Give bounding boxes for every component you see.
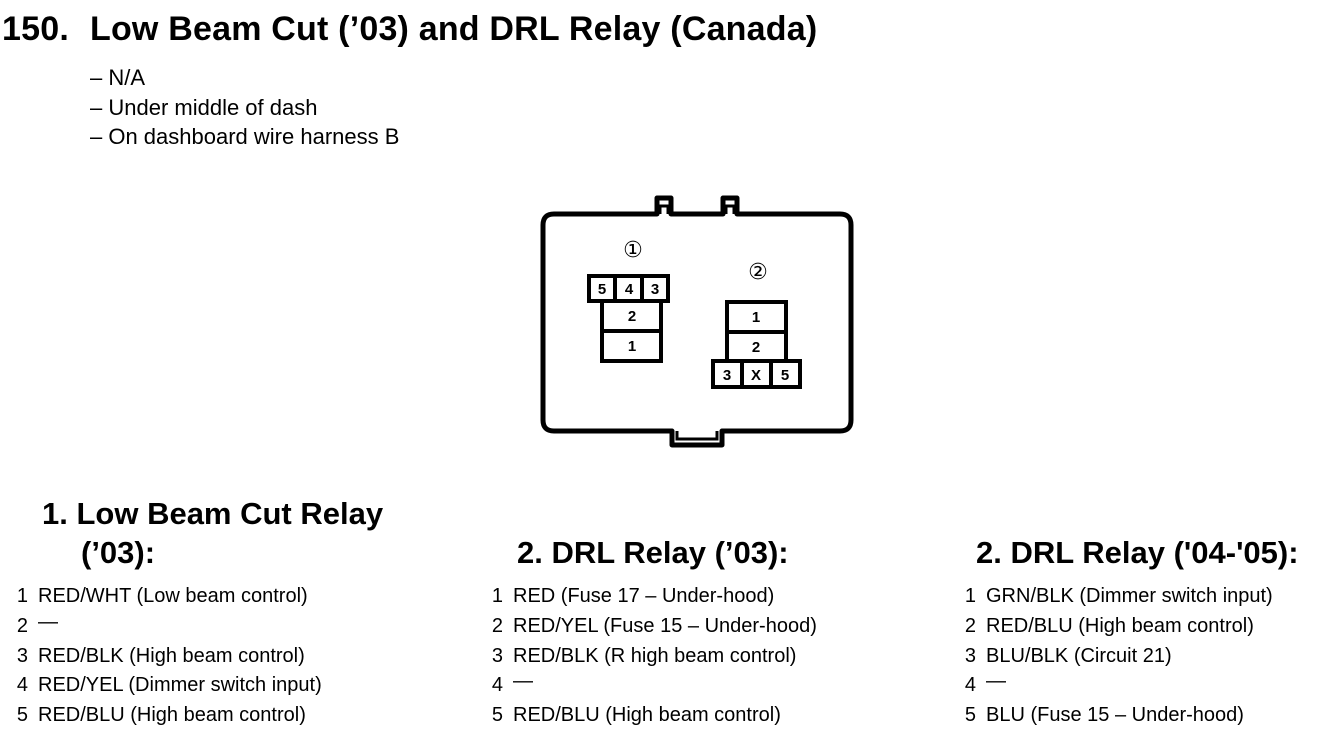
relay2-label: ② xyxy=(748,260,768,285)
relay2-pin-1: 1 xyxy=(752,309,760,326)
pin-description: RED/BLK (R high beam control) xyxy=(513,644,797,667)
connector-housing xyxy=(540,195,854,448)
pin-description: — xyxy=(513,670,533,693)
pin-description: BLU (Fuse 15 – Under-hood) xyxy=(986,704,1244,727)
pin-description: RED/BLU (High beam control) xyxy=(513,704,781,727)
pin-description: RED/YEL (Fuse 15 – Under-hood) xyxy=(513,614,817,637)
bottom-key xyxy=(675,431,719,441)
pin-description: — xyxy=(986,670,1006,693)
connector-diagram: 5 4 3 2 1 1 2 3 X 5 ① ② xyxy=(540,195,854,448)
pin-description: RED (Fuse 17 – Under-hood) xyxy=(513,585,775,607)
top-key-right xyxy=(724,204,736,214)
pin-number: 4 xyxy=(491,674,503,697)
section-2-heading: 2. DRL Relay (’03): xyxy=(517,535,789,570)
pin-description: RED/BLU (High beam control) xyxy=(38,704,306,727)
location-list: – N/A – Under middle of dash – On dashbo… xyxy=(90,63,399,152)
pin-number: 2 xyxy=(16,614,28,637)
location-item: – N/A xyxy=(90,65,146,90)
relay1-label: ① xyxy=(623,238,643,263)
pin-description: BLU/BLK (Circuit 21) xyxy=(986,644,1172,667)
section-number: 150. xyxy=(2,10,69,48)
relay2-pin-x: X xyxy=(751,367,761,384)
pin-number: 5 xyxy=(491,704,503,727)
section-1-heading-cont: (’03): xyxy=(81,535,156,570)
page-title: Low Beam Cut (’03) and DRL Relay (Canada… xyxy=(90,10,818,48)
section-3-heading: 2. DRL Relay ('04-'05): xyxy=(976,535,1299,570)
pin-number: 5 xyxy=(964,704,976,727)
relay2-socket xyxy=(711,300,802,389)
pin-number: 3 xyxy=(964,644,976,667)
pin-description: GRN/BLK (Dimmer switch input) xyxy=(986,585,1273,607)
relay1-socket xyxy=(587,274,670,363)
relay1-pin-2: 2 xyxy=(628,308,636,325)
pin-number: 5 xyxy=(16,704,28,727)
pin-number: 4 xyxy=(964,674,976,697)
relay1-pin-1: 1 xyxy=(628,338,636,355)
pin-description: RED/YEL (Dimmer switch input) xyxy=(38,674,322,697)
pin-number: 4 xyxy=(16,674,28,697)
pin-number: 3 xyxy=(491,644,503,667)
pin-number: 1 xyxy=(491,585,503,607)
pin-number: 2 xyxy=(964,614,976,637)
pin-number: 2 xyxy=(491,614,503,637)
location-item: – Under middle of dash xyxy=(90,94,318,120)
pin-description: RED/WHT (Low beam control) xyxy=(38,585,308,607)
pin-description: RED/BLK (High beam control) xyxy=(38,644,305,667)
top-key-left xyxy=(658,204,670,214)
relay1-pin-4: 4 xyxy=(625,281,634,298)
pin-number: 1 xyxy=(16,585,28,607)
relay2-pin-2: 2 xyxy=(752,339,760,356)
pin-description: RED/BLU (High beam control) xyxy=(986,614,1254,637)
section-1-heading: 1. Low Beam Cut Relay xyxy=(42,496,384,531)
relay2-pin-5: 5 xyxy=(781,367,789,384)
pin-description: — xyxy=(38,610,58,633)
relay1-pin-3: 3 xyxy=(651,281,659,298)
pin-number: 1 xyxy=(964,585,976,607)
location-item: – On dashboard wire harness B xyxy=(90,124,400,149)
relay1-pin-5: 5 xyxy=(598,281,606,298)
pin-number: 3 xyxy=(16,644,28,667)
relay2-pin-3: 3 xyxy=(723,367,731,384)
